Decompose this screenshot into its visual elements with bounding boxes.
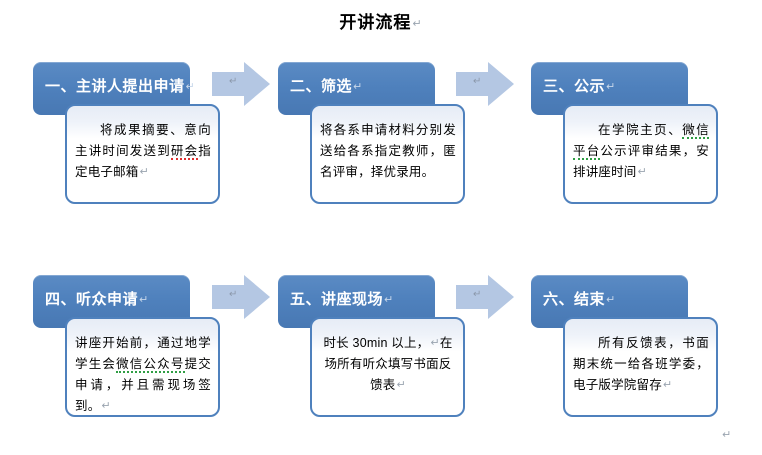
grammarcheck-underline-green: 微信平台 — [573, 123, 709, 160]
pilcrow-step-4-header: ↵ — [139, 294, 149, 306]
step-2-header-label: 二、筛选↵ — [290, 78, 363, 95]
pilcrow-arrow-3: ↵ — [229, 289, 238, 300]
step-2-body-text: 将各系申请材料分别发送给各系指定教师，匿名评审，择优录用。 — [320, 123, 456, 179]
step-3-body-text: 在学院主页、微信平台公示评审结果，安排讲座时间↵ — [573, 123, 709, 179]
step-6-header[interactable]: 六、结束↵ — [531, 275, 688, 328]
step-1-body[interactable]: 将成果摘要、意向主讲时间发送到研会指定电子邮箱↵ — [65, 104, 220, 204]
step-4-body[interactable]: 讲座开始前，通过地学学生会微信公众号提交申请，并且需现场签到。↵ — [65, 317, 220, 417]
step-6-body[interactable]: 所有反馈表，书面期末统一给各班学委，电子版学院留存↵ — [563, 317, 718, 417]
right-arrow-icon — [212, 275, 270, 319]
pilcrow-step-6-header: ↵ — [606, 294, 616, 306]
grammarcheck-underline-green: 微信公众号 — [116, 357, 185, 373]
pilcrow-step-3-body: ↵ — [637, 166, 647, 178]
arrow-step1-to-step2: ↵ — [212, 62, 270, 106]
pilcrow-arrow-4: ↵ — [473, 289, 482, 300]
pilcrow-step-5-header: ↵ — [384, 294, 394, 306]
pilcrow-step-5-line-1: ↵ — [430, 337, 440, 349]
pilcrow-step-3-header: ↵ — [606, 81, 616, 93]
pilcrow-title: ↵ — [412, 18, 423, 30]
pilcrow-step-5-body: ↵ — [396, 379, 406, 391]
step-3-header-label: 三、公示↵ — [543, 78, 616, 95]
pilcrow-step-6-body: ↵ — [662, 379, 673, 391]
step-1-body-text: 将成果摘要、意向主讲时间发送到研会指定电子邮箱↵ — [75, 123, 211, 179]
step-3-body[interactable]: 在学院主页、微信平台公示评审结果，安排讲座时间↵ — [563, 104, 718, 204]
page-title-text: 开讲流程 — [339, 13, 412, 32]
pilcrow-document-end: ↵ — [722, 429, 732, 441]
pilcrow-step-1-header: ↵ — [185, 81, 196, 93]
step-5-header-label: 五、讲座现场↵ — [290, 291, 394, 308]
step-6-body-text: 所有反馈表，书面期末统一给各班学委，电子版学院留存↵ — [573, 336, 709, 392]
right-arrow-icon — [456, 62, 514, 106]
step-5-body[interactable]: 时长 30min 以上，↵在场所有听众填写书面反馈表↵ — [310, 317, 465, 417]
step-1-header-label: 一、主讲人提出申请↵ — [45, 78, 196, 95]
right-arrow-icon — [456, 275, 514, 319]
pilcrow-arrow-1: ↵ — [229, 76, 238, 87]
pilcrow-step-1-body: ↵ — [139, 166, 149, 178]
step-4-header-label: 四、听众申请↵ — [45, 291, 149, 308]
page-title: 开讲流程↵ — [0, 8, 762, 33]
pilcrow-step-2-header: ↵ — [353, 81, 363, 93]
arrow-step5-to-step6: ↵ — [456, 275, 514, 319]
spellcheck-underline-red: 研会 — [170, 144, 199, 160]
step-6-header-label: 六、结束↵ — [543, 291, 616, 308]
step-4-body-text: 讲座开始前，通过地学学生会微信公众号提交申请，并且需现场签到。↵ — [75, 336, 211, 413]
pilcrow-step-4-body: ↵ — [101, 400, 111, 412]
step-2-body[interactable]: 将各系申请材料分别发送给各系指定教师，匿名评审，择优录用。 — [310, 104, 465, 204]
arrow-step2-to-step3: ↵ — [456, 62, 514, 106]
arrow-step4-to-step5: ↵ — [212, 275, 270, 319]
pilcrow-arrow-2: ↵ — [473, 76, 482, 87]
step-5-body-text: 时长 30min 以上，↵在场所有听众填写书面反馈表↵ — [323, 336, 453, 392]
right-arrow-icon — [212, 62, 270, 106]
